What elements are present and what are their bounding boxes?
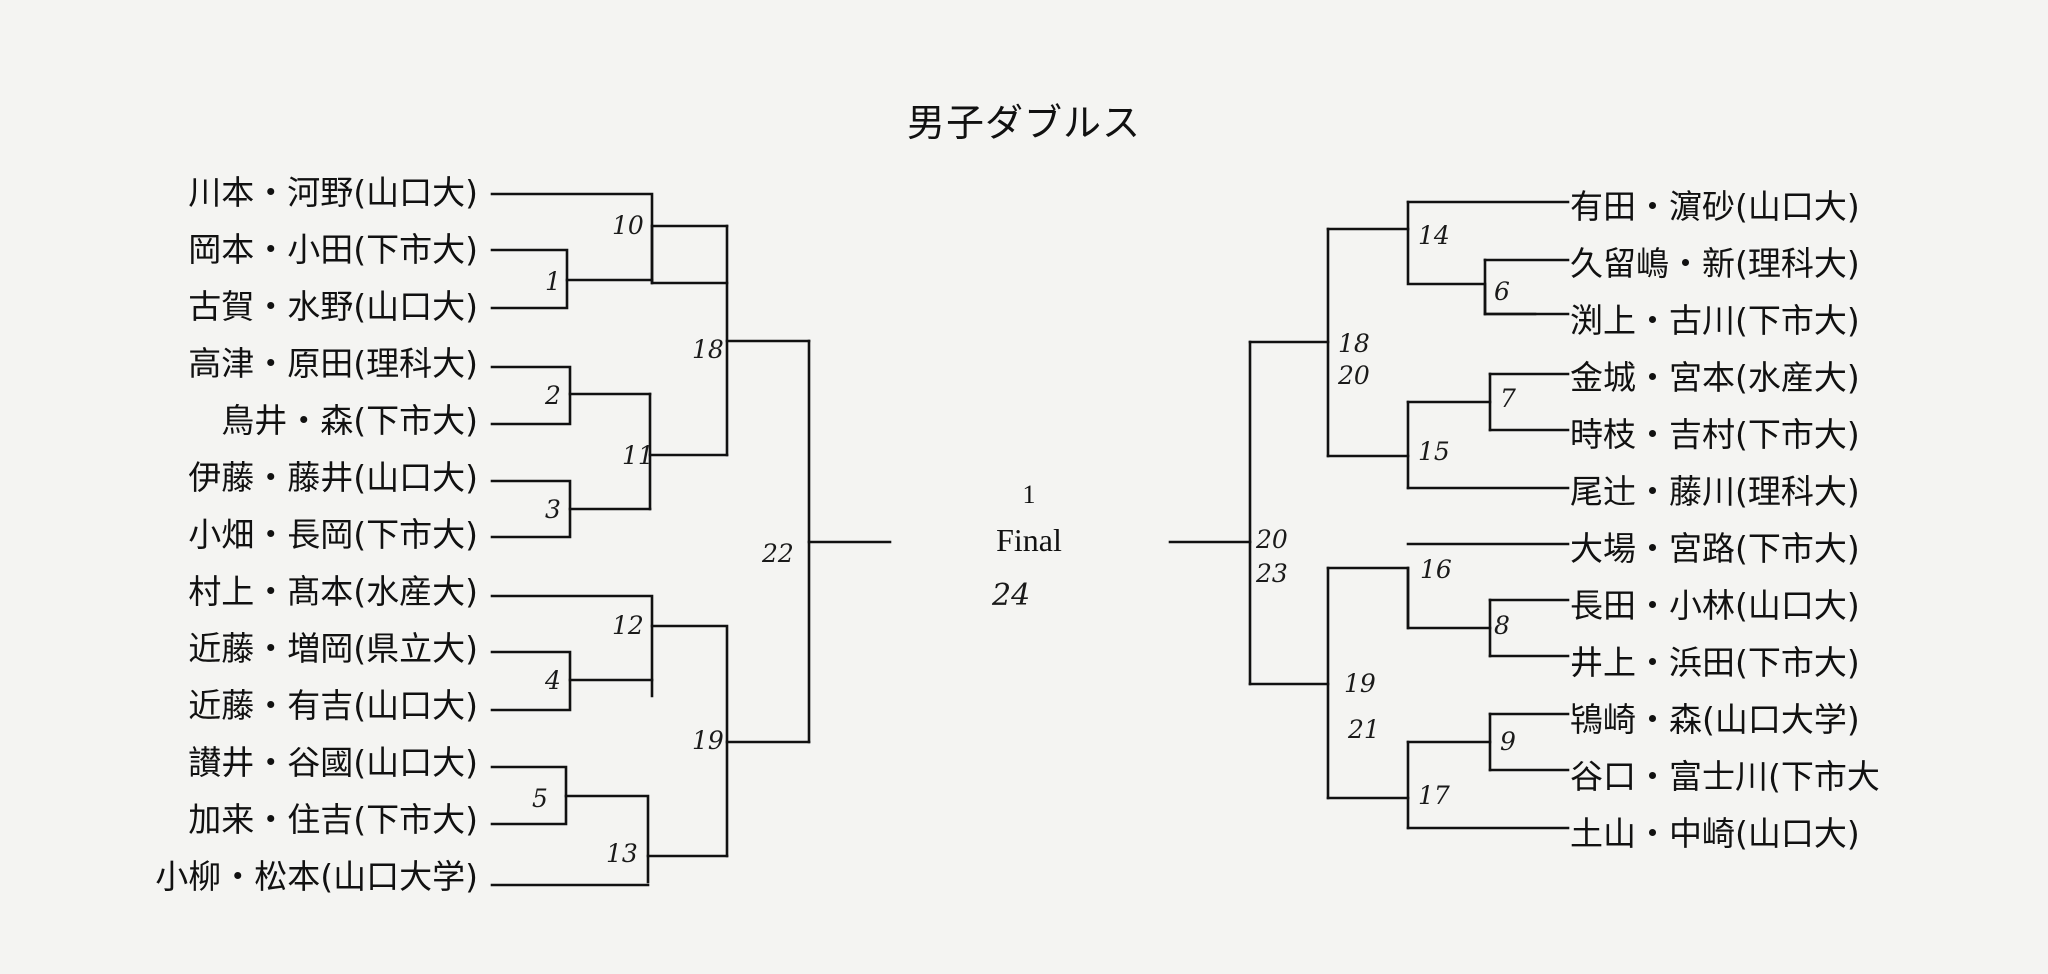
right-team-12: 土山・中崎(山口大) (1570, 814, 1860, 853)
left-team-1: 川本・河野(山口大) (188, 173, 478, 212)
right-team-4: 金城・宮本(水産大) (1570, 358, 1860, 397)
match-number-6: 6 (1494, 277, 1510, 306)
right-team-6: 尾辻・藤川(理科大) (1570, 472, 1860, 511)
bracket-line-19 (650, 624, 729, 858)
match-number-right-semi-bot: 19 (1344, 669, 1376, 698)
match-number-4: 4 (545, 666, 561, 695)
match-number-15: 15 (1418, 437, 1450, 466)
left-team-5: 鳥井・森(下市大) (221, 401, 478, 440)
bracket-line-6 (490, 365, 572, 426)
match-number-5: 5 (532, 784, 548, 813)
bracket-line-1 (490, 192, 729, 285)
match-number-11: 11 (622, 441, 654, 470)
match-number-right-semi-bot-alt: 21 (1348, 715, 1380, 744)
match-number-right-semi-top-alt: 20 (1338, 361, 1370, 390)
match-number-10: 10 (612, 211, 644, 240)
match-number-7: 7 (1500, 384, 1516, 413)
match-number-3: 3 (545, 495, 561, 524)
left-team-3: 古賀・水野(山口大) (188, 287, 478, 326)
final-match-number: 1 (1022, 480, 1036, 509)
right-team-3: 渕上・古川(下市大) (1570, 301, 1860, 340)
match-number-19: 19 (692, 726, 724, 755)
match-number-12: 12 (612, 611, 644, 640)
bracket-line-25 (1406, 200, 1537, 316)
match-number-8: 8 (1494, 611, 1510, 640)
right-team-8: 長田・小林(山口大) (1570, 586, 1860, 625)
right-team-10: 鴇崎・森(山口大学) (1570, 700, 1860, 739)
left-team-10: 近藤・有吉(山口大) (188, 686, 478, 725)
match-number-9: 9 (1500, 727, 1516, 756)
match-number-18: 18 (692, 335, 724, 364)
bracket-title: 男子ダブルス (906, 101, 1141, 145)
bracket-line-21 (490, 765, 568, 826)
left-team-6: 伊藤・藤井(山口大) (188, 458, 478, 497)
final-label: Final (996, 522, 1062, 558)
right-team-7: 大場・宮路(下市大) (1570, 529, 1860, 568)
left-team-13: 小柳・松本(山口大学) (155, 857, 478, 896)
match-number-14: 14 (1418, 221, 1450, 250)
match-number-22: 22 (762, 539, 794, 568)
match-number-2: 2 (545, 381, 561, 410)
left-team-2: 岡本・小田(下市大) (188, 230, 478, 269)
left-team-12: 加来・住吉(下市大) (188, 800, 478, 839)
match-number-right-final-b: 23 (1256, 559, 1288, 588)
bracket-line-22 (564, 794, 650, 884)
match-number-1: 1 (545, 267, 561, 296)
match-number-13: 13 (606, 839, 638, 868)
match-number-16: 16 (1420, 555, 1452, 584)
match-number-17: 17 (1418, 781, 1450, 810)
left-team-8: 村上・髙本(水産大) (188, 572, 478, 611)
right-team-11: 谷口・富士川(下市大 (1570, 757, 1880, 796)
right-team-2: 久留嶋・新(理科大) (1570, 244, 1860, 283)
left-team-7: 小畑・長岡(下市大) (188, 515, 478, 554)
right-team-5: 時枝・吉村(下市大) (1570, 415, 1860, 454)
right-team-1: 有田・濵砂(山口大) (1570, 187, 1860, 226)
match-number-right-final-a: 20 (1256, 525, 1288, 554)
left-team-11: 讃井・谷國(山口大) (188, 743, 478, 782)
bracket-line-16 (490, 594, 654, 698)
final-handwritten-note: 24 (992, 578, 1031, 613)
left-team-9: 近藤・増岡(県立大) (188, 629, 478, 668)
match-number-right-semi-top: 18 (1338, 329, 1370, 358)
right-team-9: 井上・浜田(下市大) (1570, 643, 1860, 682)
left-team-4: 高津・原田(理科大) (188, 344, 478, 383)
